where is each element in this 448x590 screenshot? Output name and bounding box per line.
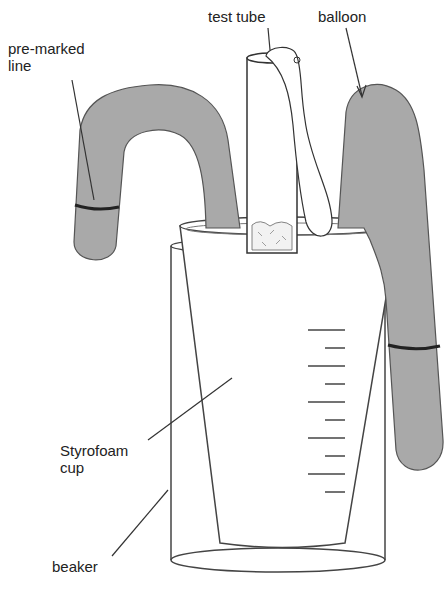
part-label: beaker bbox=[52, 558, 162, 575]
part-label: test tube bbox=[208, 8, 318, 25]
right-balloon bbox=[338, 85, 443, 470]
left-balloon bbox=[74, 85, 240, 260]
part-label: balloon bbox=[318, 8, 428, 25]
tube-balloon bbox=[266, 47, 332, 236]
part-label: pre-marked line bbox=[8, 40, 100, 74]
leader-lines bbox=[72, 28, 366, 556]
part-label: Styrofoam cup bbox=[60, 442, 152, 476]
styrofoam-cup bbox=[180, 217, 398, 548]
graduation-marks bbox=[308, 330, 345, 492]
